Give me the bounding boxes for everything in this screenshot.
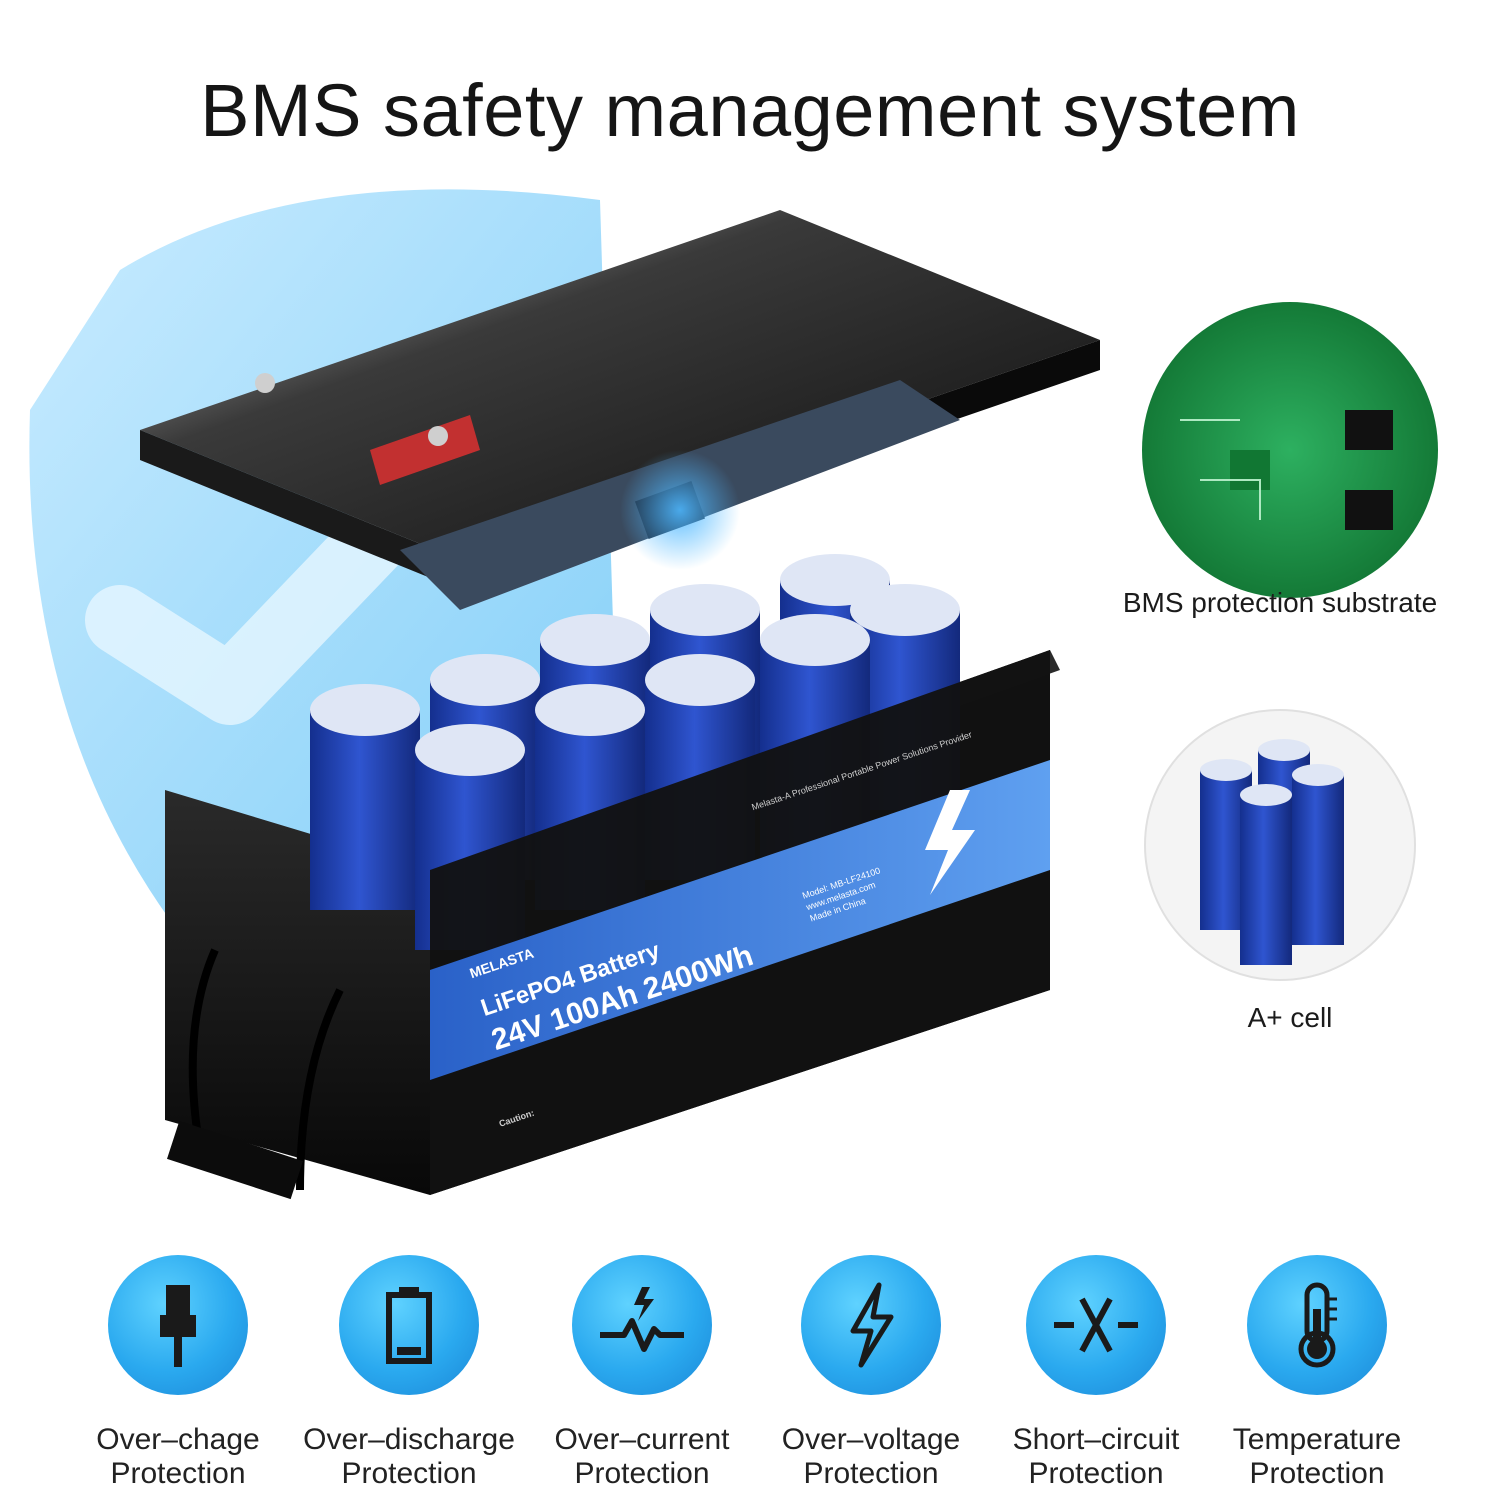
- current-spike-icon: [572, 1255, 712, 1395]
- hero-illustration: MELASTA LiFePO4 Battery 24V 100Ah 2400Wh…: [29, 189, 1438, 1200]
- feature-label-line1: Temperature: [1232, 1423, 1402, 1456]
- feature-label-line2: Protection: [803, 1457, 939, 1490]
- short-circuit-icon: [1026, 1255, 1166, 1395]
- feature-label-line1: Over–chage: [96, 1423, 260, 1456]
- feature-label-line2: Protection: [1028, 1457, 1164, 1490]
- feature-label-line2: Protection: [110, 1457, 246, 1490]
- pcb-photo: [1142, 302, 1438, 598]
- feature-label-line1: Over–voltage: [781, 1423, 961, 1456]
- feature-label-line2: Protection: [574, 1457, 710, 1490]
- plug-icon: [108, 1255, 248, 1395]
- feature-label-line1: Over–discharge: [303, 1423, 515, 1456]
- feature-label-line2: Protection: [341, 1457, 477, 1490]
- lightning-icon: [801, 1255, 941, 1395]
- battery-front: [430, 650, 1050, 1195]
- feature-label-line1: Short–circuit: [1012, 1423, 1180, 1456]
- feature-label-line2: Protection: [1249, 1457, 1385, 1490]
- page-title: BMS safety management system: [200, 69, 1300, 152]
- pcb-label: BMS protection substrate: [1122, 587, 1438, 618]
- battery-handle: [167, 948, 344, 1200]
- thermometer-icon: [1247, 1255, 1387, 1395]
- pcb-board: [400, 380, 960, 610]
- cell-label: A+ cell: [1247, 1002, 1333, 1033]
- cells-photo: [1144, 709, 1416, 981]
- battery-icon: [339, 1255, 479, 1395]
- feature-label-line1: Over–current: [554, 1423, 730, 1456]
